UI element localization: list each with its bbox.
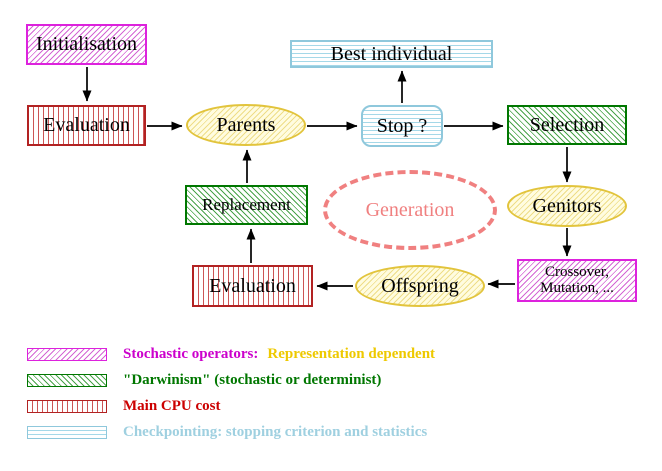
legend-row-stochastic-operators: Stochastic operators: Representation depe… xyxy=(27,346,435,363)
node-replacement: Replacement xyxy=(185,185,308,225)
legend-label-representation: Representation dependent xyxy=(267,346,436,362)
node-initialisation: Initialisation xyxy=(26,24,147,65)
crossover-label-line1: Crossover, xyxy=(545,263,609,280)
legend-swatch-red-vertical xyxy=(27,400,107,413)
legend-row-checkpointing: Checkpointing: stopping criterion and st… xyxy=(27,424,427,441)
legend-label-darwinism: "Darwinism" (stochastic or determinist) xyxy=(123,372,382,388)
node-offspring: Offspring xyxy=(355,265,485,307)
node-selection: Selection xyxy=(507,105,627,145)
node-evaluation-top: Evaluation xyxy=(27,105,146,146)
node-evaluation-bottom: Evaluation xyxy=(192,265,313,307)
node-crossover-mutation: Crossover, Mutation, ... xyxy=(517,259,637,302)
crossover-label-line2: Mutation, ... xyxy=(540,279,614,296)
legend-row-cpu-cost: Main CPU cost xyxy=(27,398,221,415)
legend-row-darwinism: "Darwinism" (stochastic or determinist) xyxy=(27,372,381,389)
legend-swatch-cyan-horizontal xyxy=(27,426,107,439)
node-genitors: Genitors xyxy=(507,185,627,227)
generation-loop-ellipse: Generation xyxy=(323,170,497,250)
legend-label-cpu-cost: Main CPU cost xyxy=(123,398,221,414)
legend-label-stochastic: Stochastic operators: xyxy=(123,346,259,362)
node-parents: Parents xyxy=(186,104,306,146)
legend-label-checkpointing: Checkpointing: stopping criterion and st… xyxy=(123,424,428,440)
node-stop: Stop ? xyxy=(361,105,443,147)
legend-swatch-magenta-diagonal xyxy=(27,348,107,361)
node-best-individual: Best individual xyxy=(290,40,493,68)
legend-label: Stochastic operators: Representation depe… xyxy=(123,346,435,363)
legend-swatch-green-diagonal xyxy=(27,374,107,387)
